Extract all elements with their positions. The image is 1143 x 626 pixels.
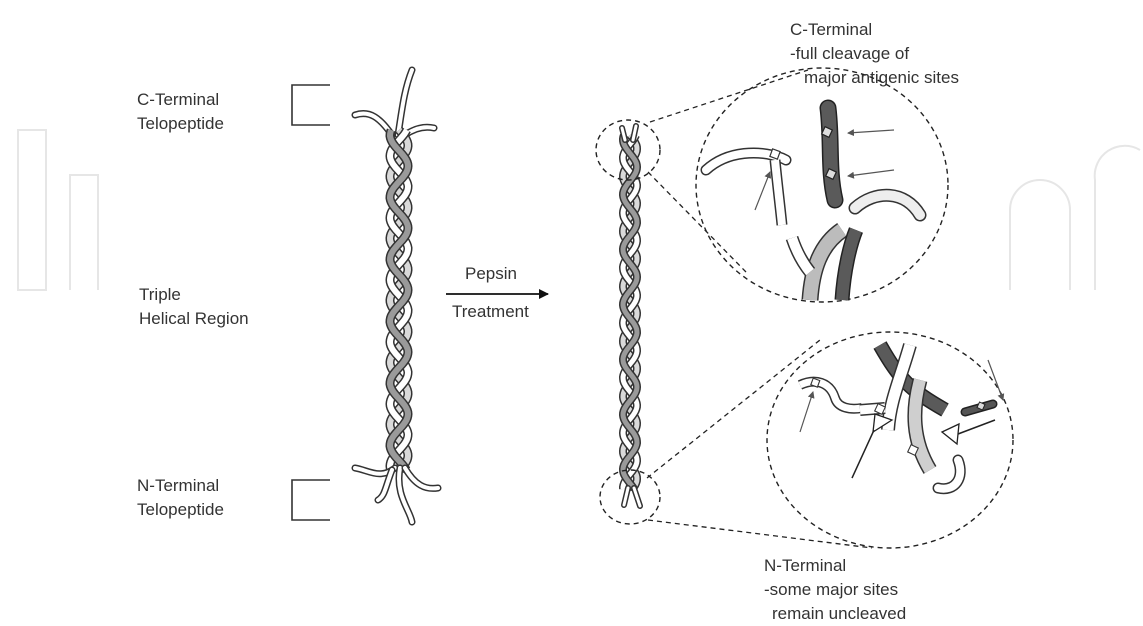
n-terminal-fragments bbox=[800, 345, 1003, 489]
intact-triple-helix bbox=[355, 70, 438, 522]
n-terminal-bracket bbox=[292, 480, 330, 520]
cleaved-triple-helix bbox=[622, 126, 640, 506]
c-terminal-bracket bbox=[292, 85, 330, 125]
c-terminal-fragments bbox=[706, 108, 920, 300]
